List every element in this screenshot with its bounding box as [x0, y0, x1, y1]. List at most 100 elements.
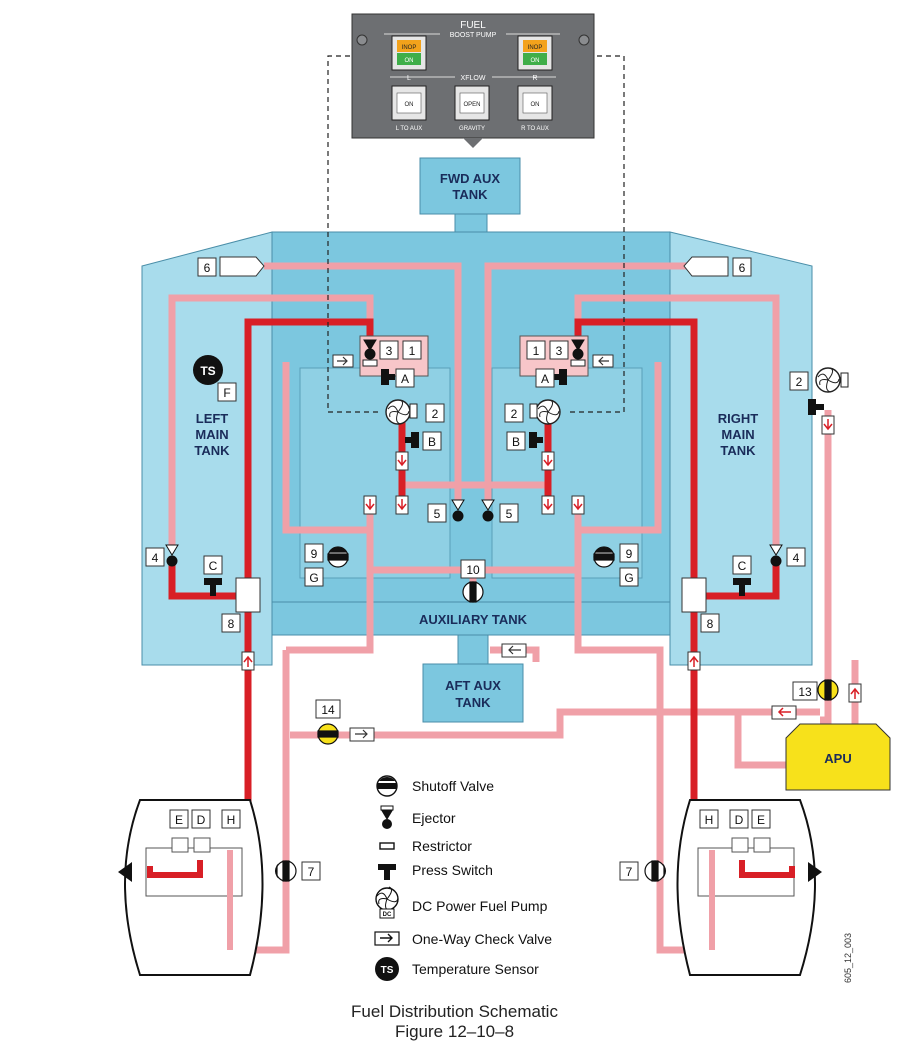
svg-text:1: 1 — [409, 344, 416, 358]
ejectors — [165, 339, 783, 567]
right-up-check — [687, 651, 701, 671]
check-valves — [241, 354, 862, 742]
dc-fuel-pump-icon: DC — [375, 886, 399, 919]
right-main-label-2: MAIN — [721, 427, 754, 442]
left-ejector-5-icon — [451, 499, 465, 522]
aft-aux-label-1: AFT AUX — [445, 678, 501, 693]
legend-label-check-valve: One-Way Check Valve — [412, 931, 552, 947]
right-down-check-2 — [541, 495, 555, 515]
callout-right-5: 5 — [499, 503, 519, 523]
right-valve-9-icon — [593, 546, 615, 568]
legend-label-shutoff: Shutoff Valve — [412, 778, 494, 794]
legend-ts-text: TS — [381, 965, 394, 976]
callout-left-6: 6 — [197, 257, 217, 277]
callout-right-1: 1 — [526, 340, 546, 360]
electrical-lines — [327, 55, 625, 413]
callout-right-C: C — [732, 555, 752, 575]
left-main-label-1: LEFT — [196, 411, 229, 426]
left-engine — [118, 799, 264, 976]
right-press-switch-A-icon — [553, 369, 567, 385]
apu-drain-line — [734, 712, 790, 769]
right-boost-pump-switch[interactable]: INOP ON — [517, 35, 553, 71]
press-switch-icon — [378, 864, 396, 880]
svg-text:9: 9 — [626, 547, 633, 561]
xflow-left-button[interactable]: ON — [391, 85, 427, 121]
right-vent-6 — [683, 256, 729, 277]
right-on-light — [523, 53, 547, 65]
legend-shutoff-valve: Shutoff Valve — [376, 775, 494, 797]
side-code: 605_12_003 — [843, 933, 853, 983]
left-valve-7-icon — [275, 860, 297, 882]
fwd-aux-label-1: FWD AUX — [440, 171, 501, 186]
svg-text:14: 14 — [321, 703, 335, 717]
figure-caption-title: Fuel Distribution Schematic — [351, 1002, 558, 1021]
legend-dc-pump: DC DC Power Fuel Pump — [375, 886, 548, 919]
legend-restrictor: Restrictor — [379, 838, 472, 854]
left-motive-line — [264, 262, 462, 502]
shutoff-valves — [275, 546, 839, 882]
svg-text:A: A — [401, 372, 409, 386]
svg-text:1: 1 — [533, 344, 540, 358]
aft-aux-check — [501, 643, 527, 658]
callout-left-8: 8 — [221, 613, 241, 633]
left-inner-bay — [299, 367, 451, 579]
legend-label-press-switch: Press Switch — [412, 862, 493, 878]
right-engine-red — [739, 860, 795, 878]
callout-left-C: C — [203, 555, 223, 575]
right-engine-arrow — [808, 862, 822, 882]
left-boost-pump-switch[interactable]: INOP ON — [391, 35, 427, 71]
callout-13: 13 — [792, 681, 818, 701]
xflow-center-button[interactable]: OPEN — [454, 85, 490, 121]
xflow-left-label: L TO AUX — [396, 126, 423, 132]
left-up-check — [241, 651, 255, 671]
panel-subtitle: BOOST PUMP — [450, 32, 497, 39]
fuel-control-panel: FUEL BOOST PUMP INOP ON L INOP ON R XFLO… — [351, 13, 595, 148]
svg-text:8: 8 — [707, 617, 714, 631]
left-down-check-2 — [395, 495, 409, 515]
left-restrictor-icon — [362, 359, 378, 367]
callout-right-D: D — [729, 809, 749, 829]
left-engine-arrow — [118, 862, 132, 882]
callout-left-H: H — [221, 809, 241, 829]
right-dc-pump-icon — [529, 399, 561, 425]
callout-right-E: E — [751, 809, 771, 829]
svg-text:2: 2 — [511, 407, 518, 421]
xflow-label: XFLOW — [461, 75, 486, 82]
center-check-14 — [349, 727, 375, 742]
right-engine-box-d — [731, 837, 749, 853]
panel-pointer — [463, 138, 483, 148]
left-main-label-2: MAIN — [195, 427, 228, 442]
callout-left-B: B — [422, 431, 442, 451]
callout-right-8: 8 — [700, 613, 720, 633]
callout-right-G: G — [619, 567, 639, 587]
left-engine-red — [147, 860, 203, 878]
xflow-right-button[interactable]: ON — [517, 85, 553, 121]
left-inner-return — [282, 362, 370, 534]
right-main-label-1: RIGHT — [718, 411, 759, 426]
callout-right-A: A — [535, 368, 555, 388]
svg-text:2: 2 — [796, 375, 803, 389]
callout-left-4: 4 — [145, 547, 165, 567]
callouts: 6 6 3 1 1 3 A A 2 2 2 B B F 5 5 9 G 9 G … — [145, 257, 818, 881]
callout-left-2: 2 — [425, 403, 445, 423]
left-pump-label: L — [407, 75, 411, 82]
left-valve-9-icon — [327, 546, 349, 568]
fwd-aux-label-2: TANK — [452, 187, 488, 202]
ejector-icon — [380, 805, 394, 829]
right-valve-7-icon — [644, 860, 666, 882]
svg-text:7: 7 — [308, 865, 315, 879]
right-press-switch-C-icon — [733, 578, 751, 596]
xflow-right-text: ON — [531, 102, 540, 108]
temperature-sensor-icon: TS — [193, 355, 223, 385]
svg-text:F: F — [223, 386, 230, 400]
auxiliary-tank-label: AUXILIARY TANK — [419, 612, 528, 627]
left-probe-8 — [235, 577, 261, 613]
left-press-switch-A-icon — [381, 369, 395, 385]
right-motive-line — [484, 262, 690, 502]
aft-aux-label-2: TANK — [455, 695, 491, 710]
left-inop-text: INOP — [402, 45, 417, 51]
valve-13-icon — [817, 679, 839, 701]
fwd-aux-tank — [419, 157, 521, 215]
callout-right-7: 7 — [619, 861, 639, 881]
